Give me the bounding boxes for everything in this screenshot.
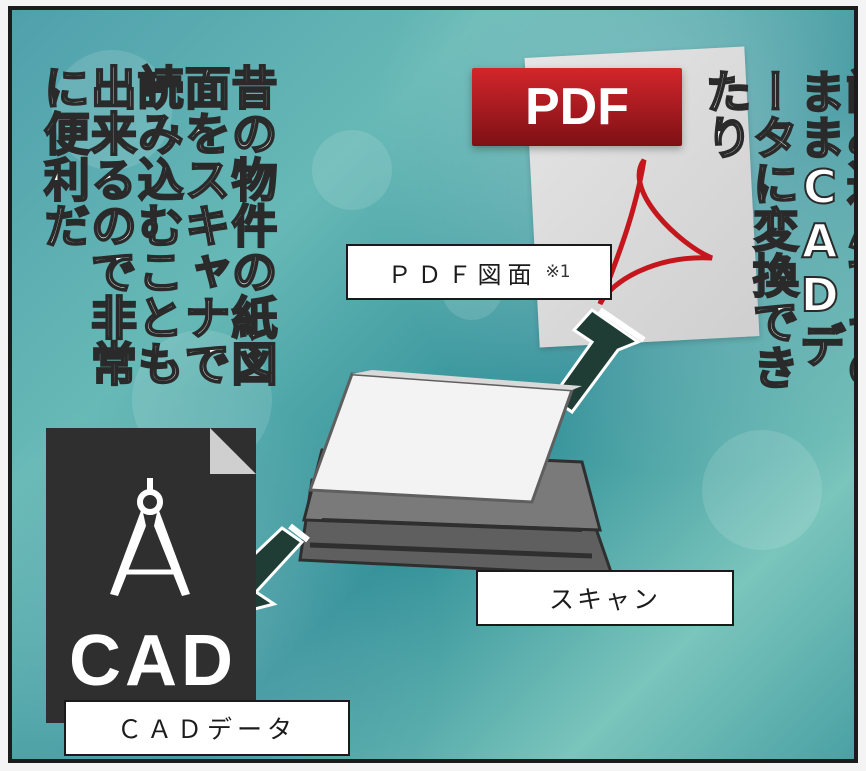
scanner-icon [298, 370, 615, 577]
left-caption: 昔の物件の紙図面をスキャナで読み込むことも出来るので非常に便利だ [36, 63, 280, 387]
bokeh-light [312, 130, 392, 210]
cad-data-label: ＣＡＤデータ [64, 700, 350, 756]
cad-data-label-text: ＣＡＤデータ [116, 715, 297, 744]
bokeh-light [702, 430, 822, 550]
compass-icon [110, 478, 190, 596]
pdf-drawing-label-text: ＰＤＦ図面 [387, 260, 538, 289]
right-caption: PDF図面を読み込んでそのままCADデータに変換できたり [698, 67, 854, 391]
bokeh-light [52, 50, 172, 170]
pdf-acrobat-icon [597, 158, 713, 306]
cad-file-icon [46, 428, 256, 723]
scan-label-text: スキャン [548, 585, 661, 614]
pdf-badge: PDF [472, 68, 682, 146]
manga-panel: PDF ＰＤＦ図面 ※1 スキャン CAD ＣＡＤデータ 昔の物件の紙 [8, 6, 858, 763]
pdf-drawing-label: ＰＤＦ図面 ※1 [346, 244, 612, 300]
footnote-marker: ※1 [545, 262, 571, 282]
scan-label: スキャン [476, 570, 734, 626]
cad-icon-text: CAD [69, 621, 237, 701]
